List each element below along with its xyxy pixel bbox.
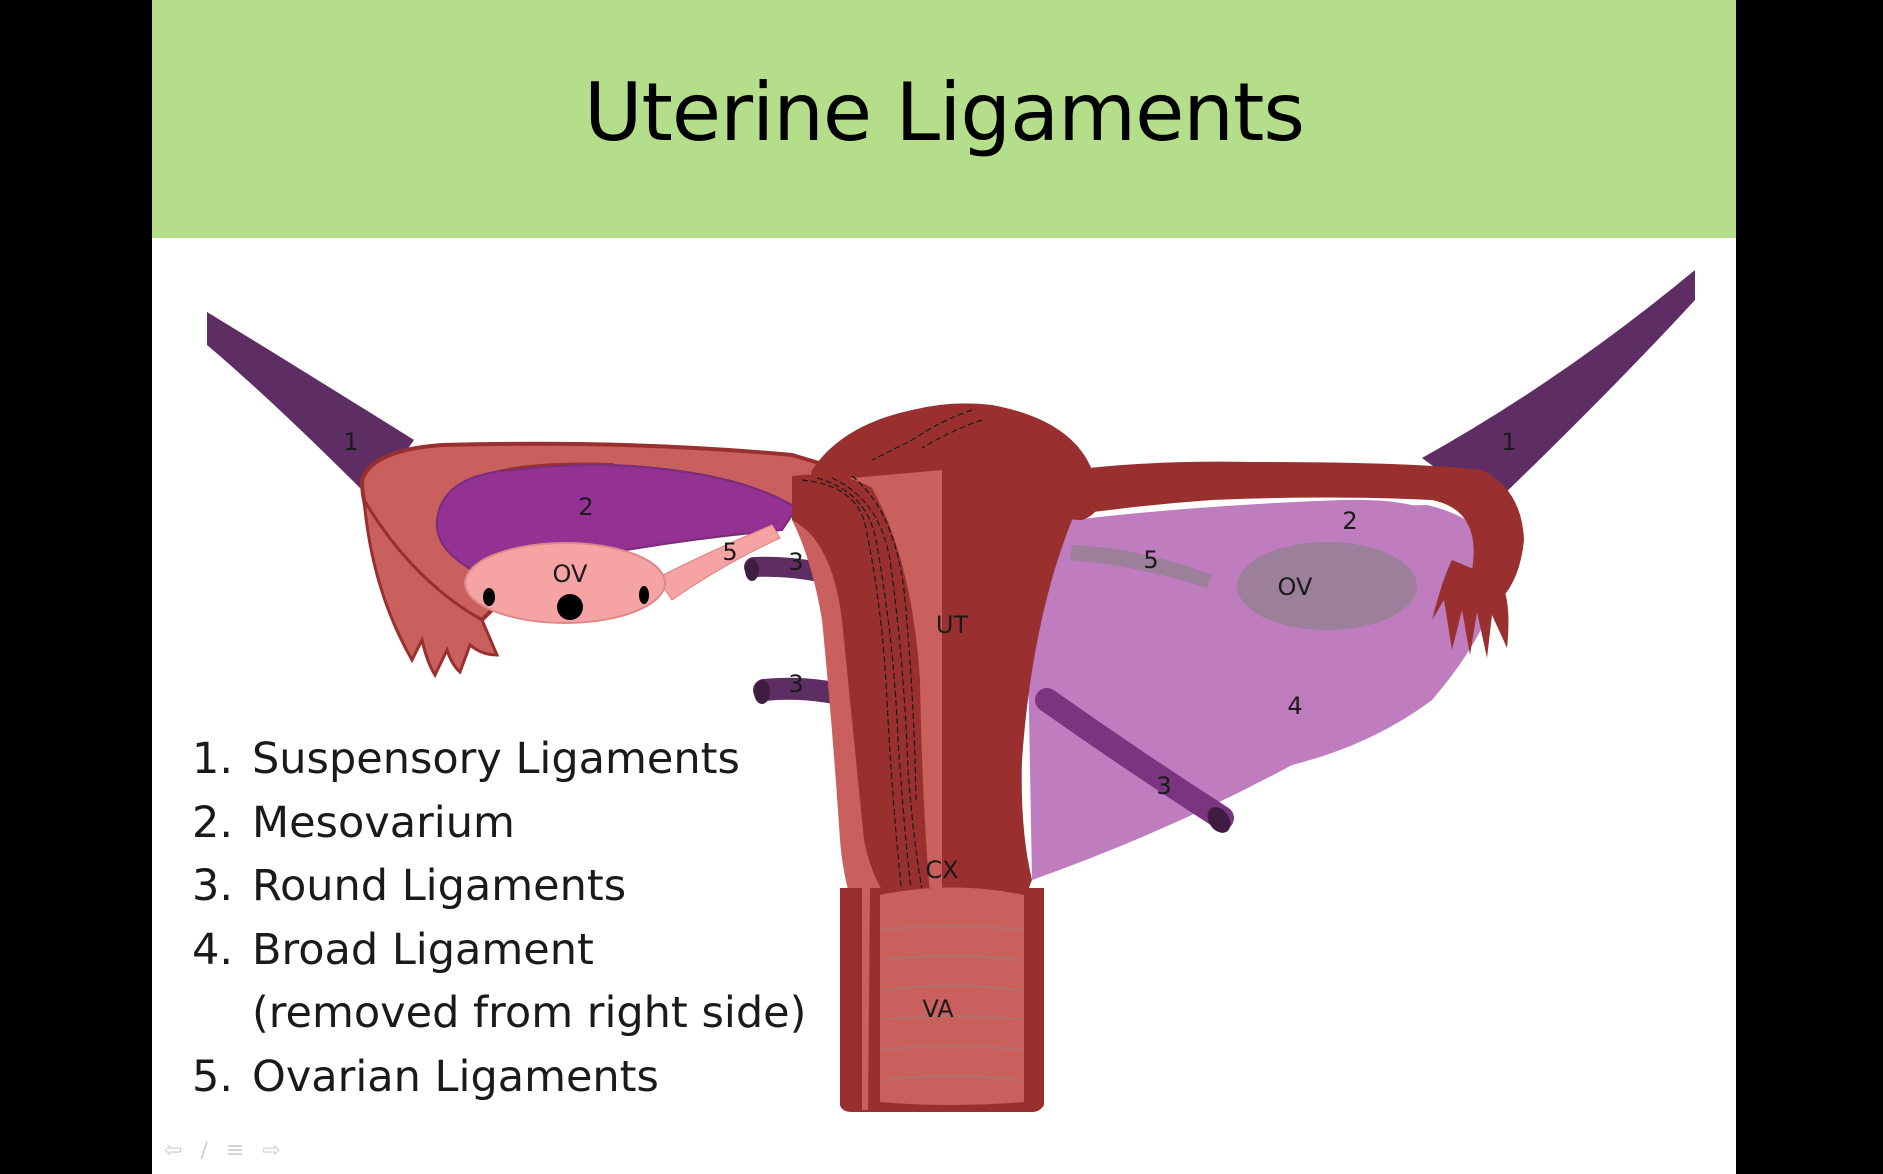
forward-arrow-icon[interactable]: ⇨ — [262, 1138, 281, 1163]
vagina-rugae — [881, 925, 1023, 1081]
fimbriae-right — [1432, 560, 1509, 658]
round-ligament-right — [1035, 688, 1234, 830]
label-vagina: VA — [922, 995, 954, 1023]
endometrium-texture — [801, 409, 983, 901]
label-ovary-right: OV — [1278, 573, 1313, 601]
title-bar — [152, 0, 1736, 238]
label-suspensory-left: 1 — [343, 428, 358, 456]
label-ovarian-ligament-right: 5 — [1143, 546, 1158, 574]
menu-icon[interactable]: ≡ — [225, 1138, 245, 1163]
uterus-body — [942, 470, 1099, 905]
label-suspensory-right: 1 — [1501, 428, 1516, 456]
round-ligament-upper-left-end — [745, 559, 759, 581]
legend-item: 1.Suspensory Ligaments — [192, 734, 740, 784]
legend-item: 5.Ovarian Ligaments — [192, 1051, 659, 1102]
uterine-diagram: 1 1 2 2 OV OV 5 5 3 3 3 4 UT CX VA — [207, 270, 1695, 1112]
ovary-left — [464, 542, 666, 624]
ovarian-ligament-left — [656, 524, 781, 601]
label-round-upper-left: 3 — [788, 548, 803, 576]
endometrium — [792, 474, 930, 905]
label-cervix: CX — [925, 856, 958, 884]
label-ovarian-ligament-left: 5 — [722, 538, 737, 566]
slideshow-controls: ⇦ ∕ ≡ ⇨ — [164, 1138, 281, 1163]
round-ligament-right-end — [1207, 807, 1231, 833]
vagina-lumen — [880, 887, 1024, 1105]
suspensory-ligament-right — [1422, 270, 1695, 500]
label-round-right: 3 — [1156, 772, 1171, 800]
follicle-right — [639, 586, 649, 604]
back-arrow-icon[interactable]: ⇦ — [164, 1138, 183, 1163]
round-ligament-lower-left-end — [754, 680, 770, 704]
follicle-left — [483, 588, 495, 606]
fallopian-tube-right — [1072, 461, 1524, 600]
legend-item: 3.Round Ligaments — [192, 861, 627, 911]
legend-list: 1.Suspensory Ligaments 2.Mesovarium 3.Ro… — [192, 728, 852, 1109]
label-mesovarium-left: 2 — [578, 493, 593, 521]
label-uterus: UT — [936, 611, 969, 639]
slide: Uterine Ligaments — [152, 0, 1736, 1174]
slide-title: Uterine Ligaments — [583, 66, 1305, 159]
label-broad-ligament: 4 — [1287, 692, 1302, 720]
label-mesovarium-right: 2 — [1342, 507, 1357, 535]
legend-item: 2.Mesovarium — [192, 797, 515, 848]
pen-icon[interactable]: ∕ — [200, 1138, 208, 1163]
suspensory-ligament-left — [207, 312, 414, 495]
vagina-wall-left — [862, 888, 870, 1110]
legend-item: 4.Broad Ligament (removed from right sid… — [192, 924, 807, 1039]
ovarian-ligament-right — [1070, 545, 1212, 588]
label-ovary-left: OV — [553, 560, 588, 588]
ovary-right — [1237, 542, 1417, 630]
label-round-lower-left: 3 — [788, 670, 803, 698]
follicle-large — [557, 594, 583, 620]
fimbriae-left — [362, 499, 500, 679]
